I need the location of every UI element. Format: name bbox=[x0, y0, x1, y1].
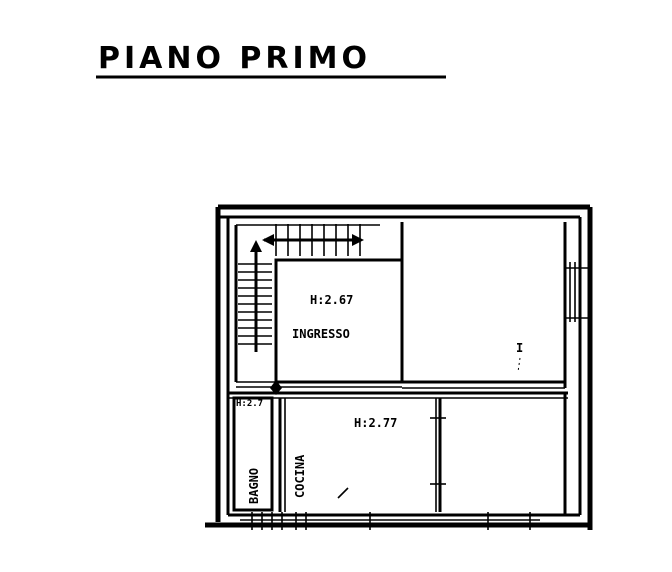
right-window bbox=[566, 262, 588, 322]
room-cucina: COCINA H:2.77 bbox=[278, 398, 446, 512]
room-ingresso-height: H:2.67 bbox=[310, 293, 353, 307]
room-upper-right: I bbox=[402, 222, 567, 389]
room-cucina-height: H:2.77 bbox=[354, 416, 397, 430]
room-bagno-name: BAGNO bbox=[247, 468, 261, 504]
room-ingresso-name: INGRESSO bbox=[292, 327, 350, 341]
plan-title: PIANO PRIMO bbox=[98, 41, 371, 76]
stair-block bbox=[234, 224, 402, 388]
room-upper-right-mark: I bbox=[516, 341, 523, 355]
room-ingresso: H:2.67 INGRESSO bbox=[274, 222, 404, 384]
bottom-openings bbox=[240, 380, 540, 530]
outer-walls bbox=[205, 204, 593, 530]
room-cucina-name: COCINA bbox=[293, 454, 307, 498]
mid-wall bbox=[228, 391, 568, 399]
room-bagno-height: H:2.7 bbox=[236, 399, 263, 409]
room-bagno: H:2.7 BAGNO bbox=[232, 396, 274, 512]
